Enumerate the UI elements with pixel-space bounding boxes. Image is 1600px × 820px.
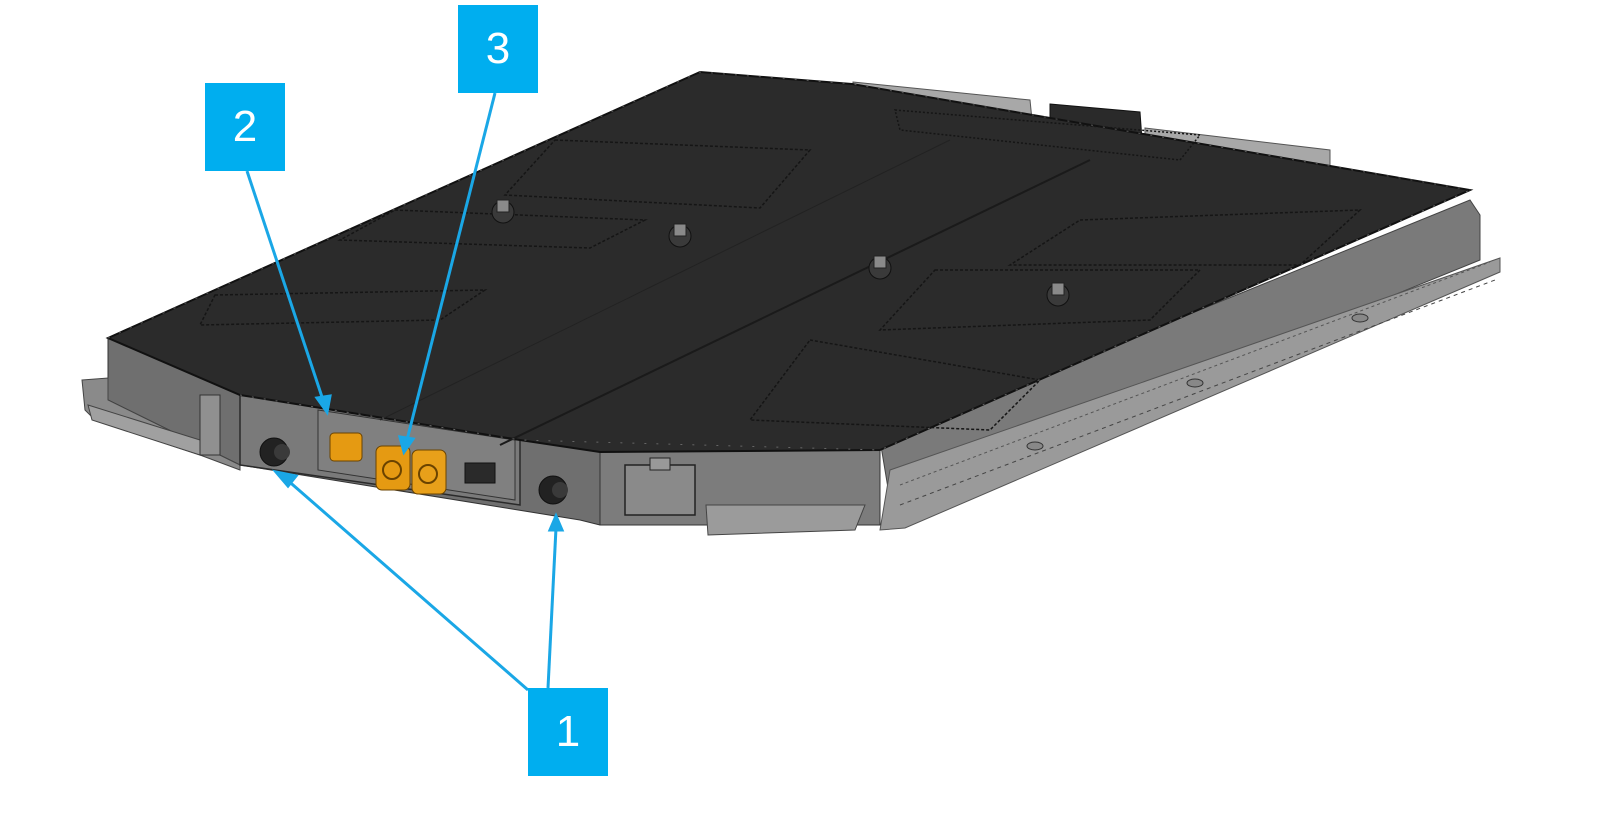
callout-2-label: 2 [232, 102, 258, 151]
hv-connectors [329, 432, 447, 495]
front-housing-wall [81, 337, 881, 536]
callout-1-label: 1 [555, 707, 581, 756]
top-lid [105, 70, 1474, 454]
callout-3-label: 3 [485, 24, 511, 73]
side-rail [879, 199, 1501, 531]
callout-1: 1 [528, 688, 608, 776]
leader-lines [245, 92, 565, 692]
callout-2: 2 [205, 83, 285, 171]
lid-bolts [491, 199, 1070, 307]
callout-3: 3 [458, 5, 538, 93]
